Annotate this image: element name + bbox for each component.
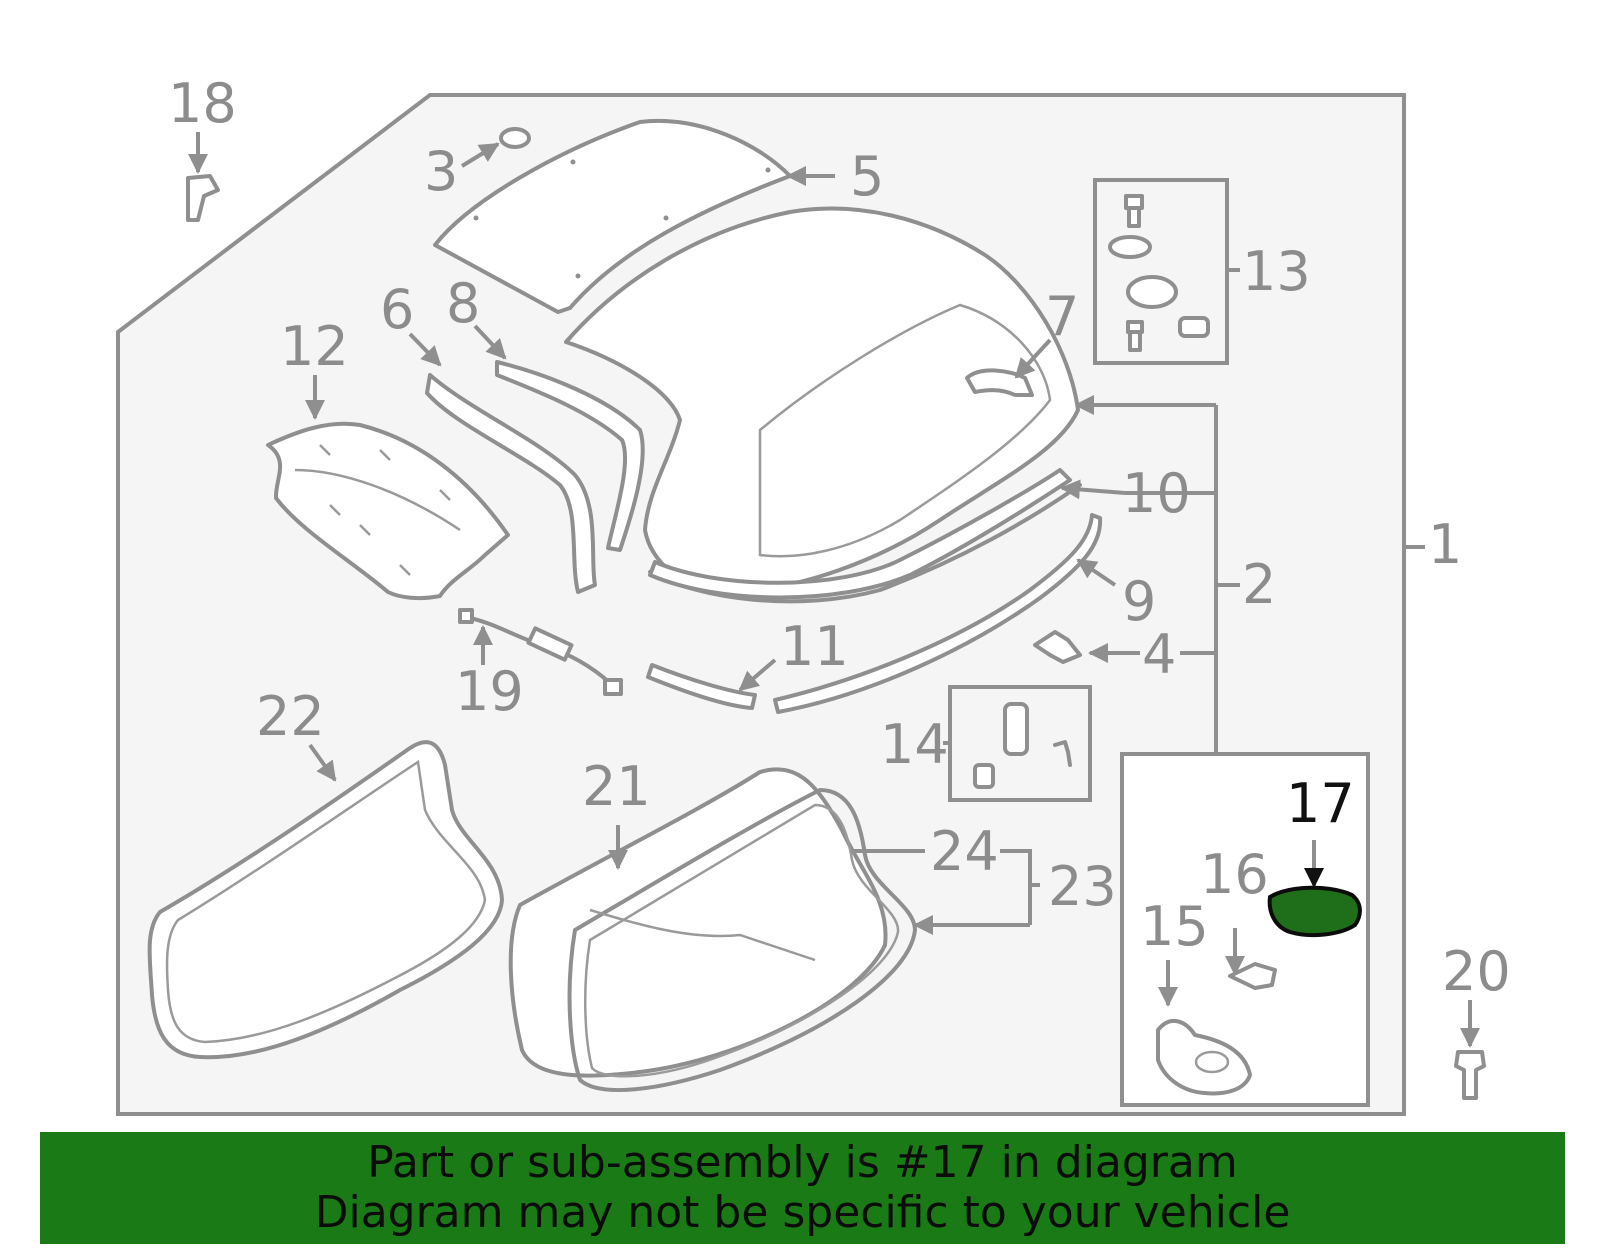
footer-line-disclaimer: Diagram may not be specific to your vehi…	[314, 1187, 1291, 1238]
soft-top-part-2	[564, 206, 1080, 594]
seal-part-23	[567, 788, 917, 1093]
latch-detail	[1194, 1050, 1230, 1074]
callout-17: 17	[1286, 772, 1355, 835]
rear-window-outline	[758, 303, 1052, 558]
callout-10: 10	[1122, 462, 1191, 525]
callout-23: 23	[1048, 855, 1117, 918]
bracket-part-4	[1033, 630, 1082, 664]
callout-12: 12	[280, 315, 349, 378]
callout-4: 4	[1142, 623, 1176, 686]
footer-line-part-number: Part or sub-assembly is #17 in diagram	[367, 1137, 1238, 1188]
seal-part-23-inner	[583, 803, 900, 1078]
grommet-part-3	[499, 127, 531, 149]
trim-panel-detail	[294, 444, 461, 576]
hardware-kit-14	[973, 702, 1072, 789]
footer-banner: Part or sub-assembly is #17 in diagram D…	[40, 1132, 1565, 1244]
callout-16: 16	[1200, 843, 1269, 906]
leader-22	[308, 743, 337, 782]
trim-panel-part-12	[266, 421, 510, 601]
callout-19: 19	[455, 660, 524, 723]
callout-2: 2	[1242, 553, 1276, 616]
clip-part-16	[1228, 962, 1277, 990]
leader-3	[460, 142, 500, 168]
bracket-2	[1214, 405, 1240, 754]
weatherstrip-part-9	[773, 513, 1103, 714]
clip-part-18	[186, 174, 220, 222]
callout-8: 8	[446, 272, 480, 335]
leader-7	[1014, 338, 1052, 379]
trunk-part-21	[508, 767, 888, 1078]
callout-18: 18	[168, 72, 237, 135]
weatherstrip-part-8	[495, 360, 645, 552]
trunk-detail	[589, 908, 816, 962]
callout-5: 5	[850, 145, 884, 208]
cable-sleeve	[526, 626, 574, 662]
weatherstrip-part-11	[646, 663, 757, 710]
seal-part-22-inner	[165, 759, 487, 1044]
cable-end-right	[603, 678, 623, 696]
callout-11: 11	[780, 615, 849, 678]
callout-20: 20	[1442, 940, 1511, 1003]
latch-part-15	[1156, 1019, 1252, 1096]
weatherstrip-part-10	[648, 468, 1072, 600]
highlighted-part-17[interactable]	[1267, 885, 1362, 938]
callout-21: 21	[582, 755, 651, 818]
callout-3: 3	[424, 140, 458, 203]
leader-9	[1076, 558, 1117, 587]
bolt-part-20	[1454, 1050, 1486, 1100]
callout-24: 24	[930, 820, 999, 883]
seal-part-22	[147, 740, 504, 1060]
callout-13: 13	[1242, 240, 1311, 303]
callout-14: 14	[880, 713, 949, 776]
callout-1: 1	[1428, 513, 1462, 576]
bracket-23	[1000, 849, 1040, 925]
weatherstrip-part-6	[425, 373, 597, 594]
callout-15: 15	[1140, 895, 1209, 958]
leader-6	[408, 332, 442, 367]
roof-panel-part-5	[433, 119, 792, 314]
callout-6: 6	[380, 278, 414, 341]
callout-7: 7	[1045, 285, 1079, 348]
hardware-kit-13	[1108, 194, 1210, 352]
callout-9: 9	[1122, 570, 1156, 633]
callout-22: 22	[256, 685, 325, 748]
leader-8	[473, 324, 507, 360]
leader-11	[738, 658, 777, 692]
cable-end-left	[458, 608, 474, 624]
